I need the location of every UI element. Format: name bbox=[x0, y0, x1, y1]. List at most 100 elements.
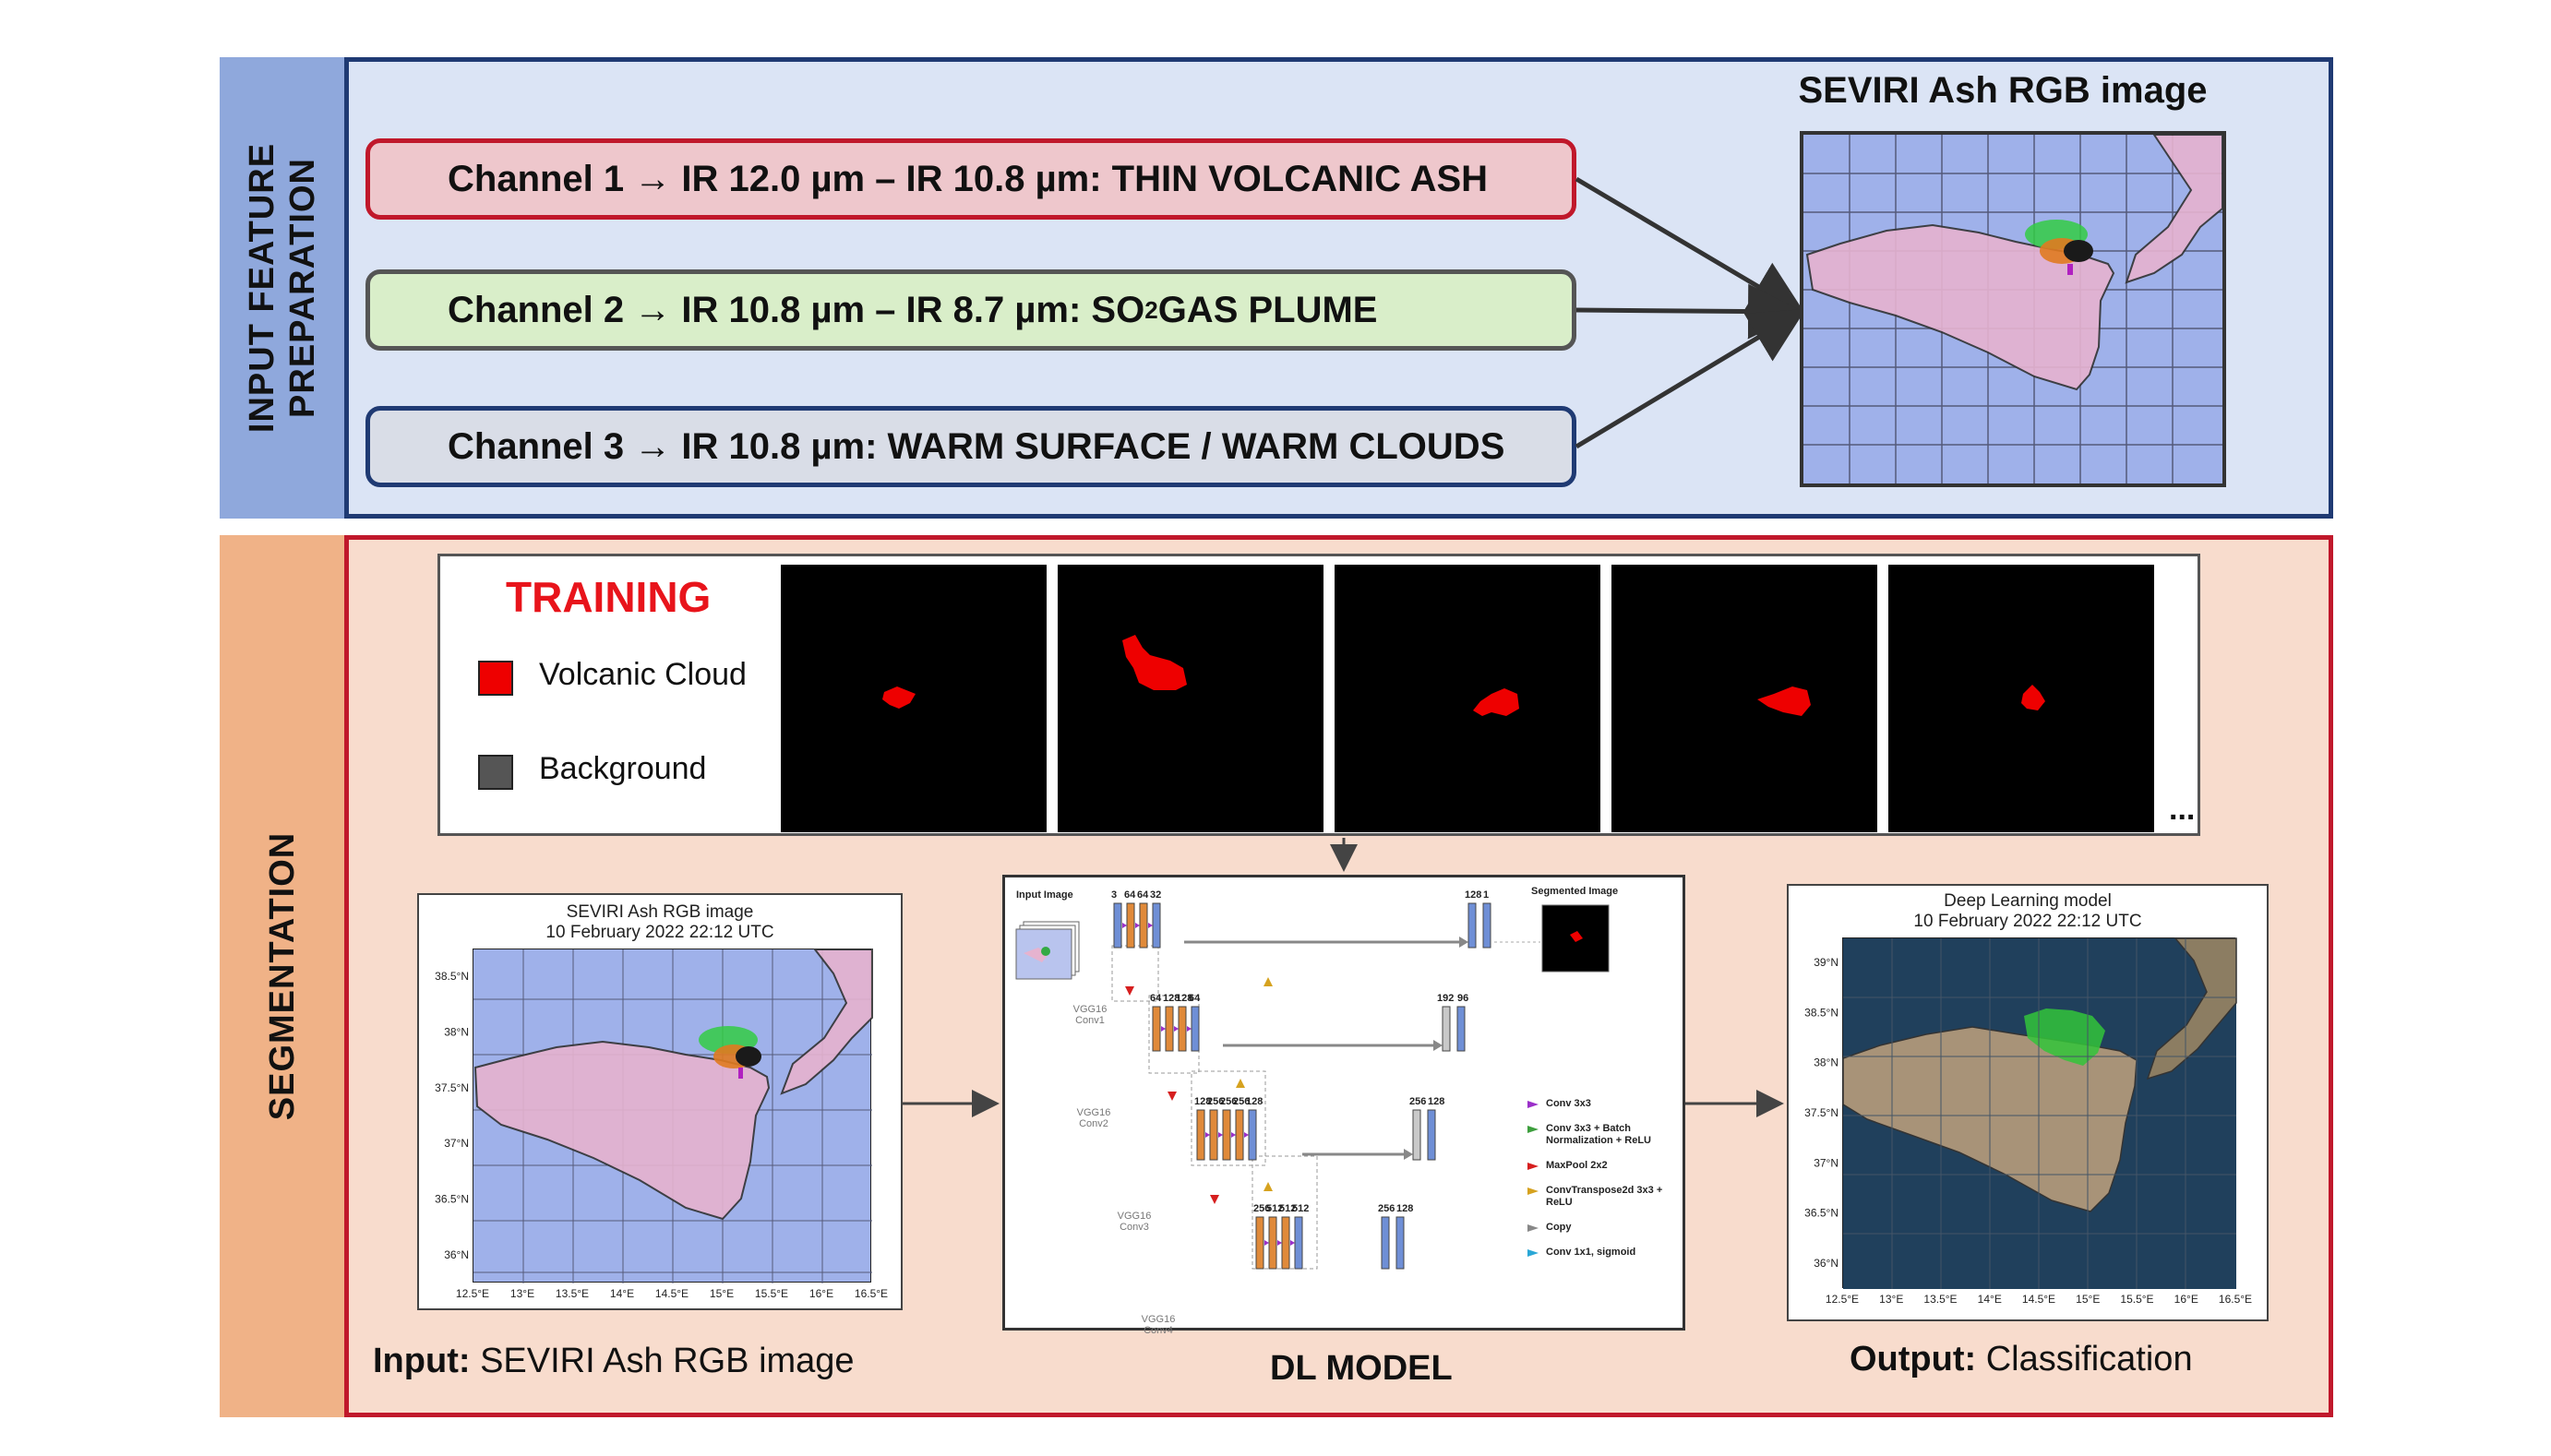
channel-1-box: Channel 1 → IR 12.0 µm – IR 10.8 µm: THI… bbox=[365, 138, 1576, 220]
input-panel-title: SEVIRI Ash RGB image 10 February 2022 22… bbox=[419, 902, 901, 943]
y-tick-label: 36°N bbox=[1814, 1257, 1838, 1270]
output-title-line-1: Deep Learning model bbox=[1944, 891, 2112, 911]
output-caption-bold: Output: bbox=[1850, 1340, 1977, 1378]
training-mask-1 bbox=[781, 565, 1047, 832]
y-tick-label: 37°N bbox=[444, 1137, 469, 1150]
x-tick-label: 15°E bbox=[710, 1287, 734, 1300]
decoder-channel-count: 128 bbox=[1465, 889, 1481, 901]
channel-3-text: Channel 3 → IR 10.8 µm: WARM SURFACE / W… bbox=[448, 425, 1505, 467]
legend-label: MaxPool 2x2 bbox=[1546, 1160, 1608, 1171]
ash-rgb-image bbox=[1800, 131, 2226, 487]
y-tick-label: 39°N bbox=[1814, 956, 1838, 969]
block-sub: Conv1 bbox=[1075, 1015, 1105, 1026]
input-image-panel: SEVIRI Ash RGB image 10 February 2022 22… bbox=[417, 893, 903, 1310]
y-tick-label: 38.5°N bbox=[1804, 1006, 1838, 1019]
decoder-layer-bar bbox=[1482, 902, 1491, 949]
decoder-layer-bar bbox=[1427, 1109, 1436, 1161]
channel-count: 512 bbox=[1279, 1203, 1296, 1214]
encoder-layer-bar bbox=[1139, 902, 1148, 949]
block-name: VGG16 bbox=[1118, 1211, 1152, 1222]
training-mask-4 bbox=[1611, 565, 1877, 832]
x-tick-label: 13°E bbox=[510, 1287, 534, 1300]
encoder-layer-bar bbox=[1222, 1109, 1231, 1161]
legend-arrow bbox=[1527, 1224, 1539, 1232]
conv-arrow bbox=[1277, 1240, 1282, 1246]
conv-arrow bbox=[1231, 1132, 1236, 1138]
encoder-layer-bar bbox=[1113, 902, 1122, 949]
decoder-channel-count: 192 bbox=[1437, 993, 1454, 1004]
channel-count: 128 bbox=[1194, 1096, 1211, 1107]
channel-1-text: Channel 1 → IR 12.0 µm – IR 10.8 µm: THI… bbox=[448, 158, 1489, 199]
y-tick-label: 37.5°N bbox=[435, 1081, 469, 1094]
decoder-layer-bar bbox=[1442, 1006, 1451, 1052]
channel-count: 64 bbox=[1189, 993, 1201, 1004]
channel-count: 512 bbox=[1292, 1203, 1309, 1214]
volcanic-cloud-label: Volcanic Cloud bbox=[539, 657, 747, 692]
block-name: VGG16 bbox=[1077, 1107, 1111, 1118]
x-tick-label: 13°E bbox=[1879, 1293, 1903, 1306]
encoder-layer-bar bbox=[1152, 902, 1161, 949]
channel-count: 128 bbox=[1246, 1096, 1263, 1107]
decoder-channel-count: 256 bbox=[1378, 1203, 1395, 1214]
channel-count: 3 bbox=[1111, 889, 1117, 901]
output-caption: Output: Classification bbox=[1850, 1340, 2193, 1379]
segmentation-label-bar: SEGMENTATION bbox=[220, 535, 349, 1417]
input-title-line-2: 10 February 2022 22:12 UTC bbox=[545, 923, 774, 942]
input-feature-label-bar: INPUT FEATURE PREPARATION bbox=[220, 57, 349, 519]
input-caption: Input: SEVIRI Ash RGB image bbox=[373, 1342, 855, 1381]
input-caption-rest: SEVIRI Ash RGB image bbox=[470, 1342, 855, 1380]
x-tick-label: 16°E bbox=[809, 1287, 833, 1300]
channel-2-text-suffix: GAS PLUME bbox=[1157, 289, 1378, 330]
channel-count: 256 bbox=[1207, 1096, 1224, 1107]
x-tick-label: 15.5°E bbox=[2120, 1293, 2153, 1306]
channel-count: 128 bbox=[1163, 993, 1180, 1004]
conv-arrow bbox=[1148, 923, 1153, 928]
legend-arrow bbox=[1527, 1163, 1539, 1170]
x-tick-label: 16°E bbox=[2174, 1293, 2198, 1306]
encoder-layer-bar bbox=[1165, 1006, 1174, 1052]
volcanic-cloud-swatch bbox=[478, 661, 513, 696]
channel-count: 64 bbox=[1137, 889, 1149, 901]
legend-label: Conv 1x1, sigmoid bbox=[1546, 1247, 1635, 1258]
legend-label: ConvTranspose2d 3x3 + bbox=[1546, 1185, 1662, 1196]
legend-label: ReLU bbox=[1546, 1197, 1573, 1208]
dl-model-caption: DL MODEL bbox=[1270, 1349, 1453, 1388]
output-map bbox=[1842, 937, 2237, 1289]
y-tick-label: 36°N bbox=[444, 1248, 469, 1261]
y-tick-label: 38.5°N bbox=[435, 970, 469, 983]
encoder-layer-bar bbox=[1196, 1109, 1205, 1161]
legend-arrow bbox=[1527, 1249, 1539, 1257]
output-axes-labels: 39°N38.5°N38°N37.5°N37°N36.5°N36°N12.5°E… bbox=[1804, 956, 2252, 1306]
channel-count: 256 bbox=[1253, 1203, 1270, 1214]
conv-arrow bbox=[1218, 1132, 1223, 1138]
conv-arrow bbox=[1174, 1026, 1179, 1032]
block-name: VGG16 bbox=[1073, 1004, 1108, 1015]
block-name: VGG16 bbox=[1142, 1314, 1176, 1325]
encoder-layer-bar bbox=[1248, 1109, 1257, 1161]
x-tick-label: 16.5°E bbox=[2219, 1293, 2252, 1306]
ash-rgb-title: SEVIRI Ash RGB image bbox=[1798, 70, 2208, 111]
x-tick-label: 13.5°E bbox=[1923, 1293, 1957, 1306]
y-tick-label: 38°N bbox=[1814, 1056, 1838, 1069]
channel-count: 256 bbox=[1233, 1096, 1250, 1107]
training-title: TRAINING bbox=[506, 573, 712, 621]
input-title-line-1: SEVIRI Ash RGB image bbox=[566, 902, 754, 922]
output-panel-title: Deep Learning model 10 February 2022 22:… bbox=[1789, 891, 2267, 932]
training-mask-5 bbox=[1888, 565, 2154, 832]
x-tick-label: 15°E bbox=[2076, 1293, 2100, 1306]
encoder-layer-bar bbox=[1209, 1109, 1218, 1161]
x-tick-label: 13.5°E bbox=[556, 1287, 589, 1300]
x-tick-label: 14°E bbox=[610, 1287, 634, 1300]
input-caption-bold: Input: bbox=[373, 1342, 471, 1380]
legend-label: Conv 3x3 bbox=[1546, 1098, 1591, 1109]
input-map bbox=[473, 949, 873, 1283]
decoder-layer-bar bbox=[1467, 902, 1477, 949]
x-tick-label: 12.5°E bbox=[456, 1287, 489, 1300]
y-tick-label: 37.5°N bbox=[1804, 1106, 1838, 1119]
decoder-channel-count: 128 bbox=[1428, 1096, 1444, 1107]
conv-arrow bbox=[1205, 1132, 1210, 1138]
y-tick-label: 38°N bbox=[444, 1026, 469, 1039]
conv-arrow bbox=[1135, 923, 1140, 928]
